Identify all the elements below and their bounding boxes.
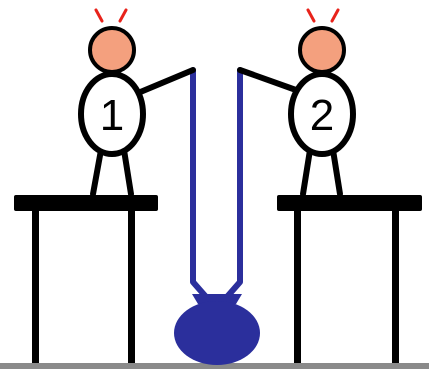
alarm-line-left-1 <box>96 10 102 21</box>
leg-right-2 <box>333 150 340 194</box>
rope-left-strand <box>193 70 207 298</box>
bag <box>174 294 260 365</box>
left-table-top <box>14 195 158 211</box>
left-table <box>14 195 158 363</box>
arm-1 <box>138 70 193 93</box>
leg-left-2 <box>303 150 310 194</box>
right-table-leg-right <box>392 211 399 363</box>
leg-right-1 <box>124 150 131 194</box>
head-1 <box>90 28 134 72</box>
right-table-top <box>277 195 422 211</box>
person-2: 2 <box>240 10 353 194</box>
bag-body <box>174 301 260 365</box>
leg-left-1 <box>93 150 101 194</box>
person-1-number: 1 <box>100 91 124 140</box>
alarm-lines-2 <box>308 10 338 21</box>
rope-right-strand <box>226 70 240 298</box>
left-table-leg-right <box>128 211 135 363</box>
rope <box>193 70 240 298</box>
right-table-leg-left <box>294 211 301 363</box>
alarm-line-right-1 <box>120 10 126 21</box>
person-2-number: 2 <box>310 91 334 140</box>
alarm-lines-1 <box>96 10 126 21</box>
alarm-line-right-2 <box>332 10 338 21</box>
left-table-leg-left <box>32 211 39 363</box>
head-2 <box>300 28 344 72</box>
right-table <box>277 195 422 363</box>
arm-2 <box>240 70 296 90</box>
alarm-line-left-2 <box>308 10 314 21</box>
person-1: 1 <box>81 10 193 194</box>
